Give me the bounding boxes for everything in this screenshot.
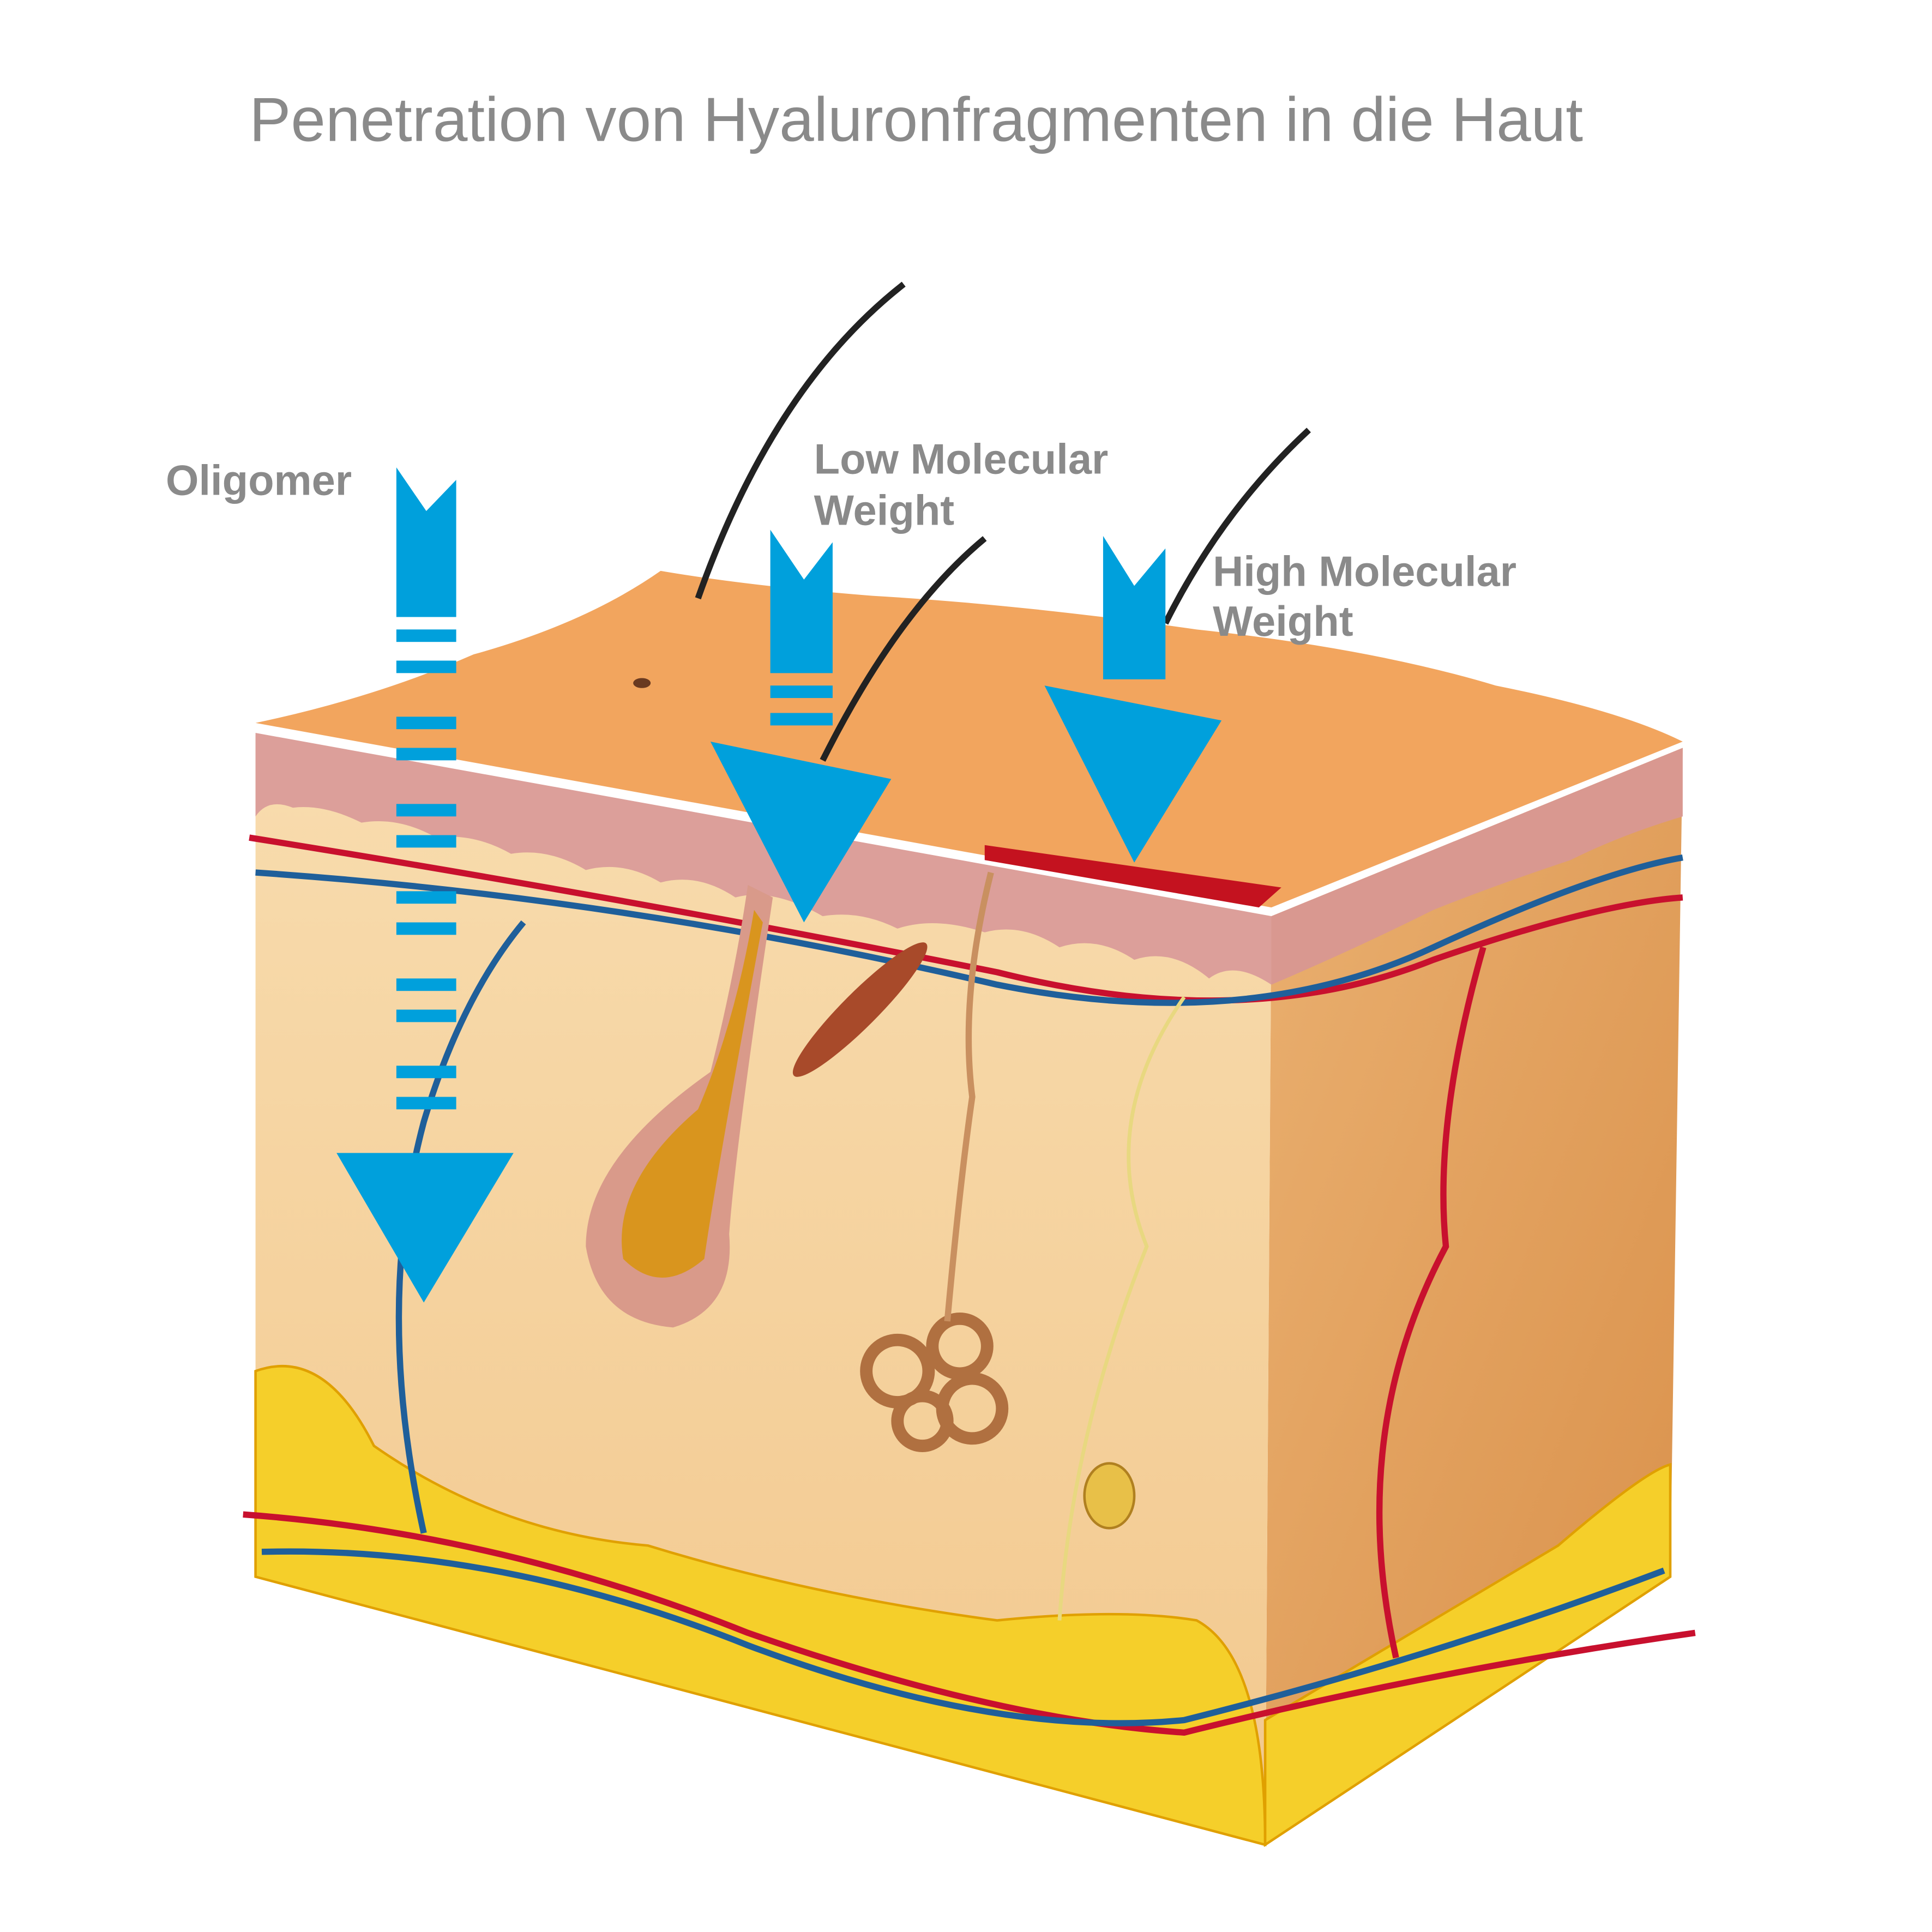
nerve xyxy=(1057,996,1186,1621)
sweat-gland xyxy=(860,1312,1009,1452)
sweat-duct xyxy=(944,871,994,1322)
vein-upper xyxy=(255,854,1683,1006)
arrow-low-molecular xyxy=(710,529,892,923)
fat-layer-side xyxy=(1263,1462,1672,1847)
epidermis-side xyxy=(1271,748,1683,985)
fat-layer-front xyxy=(254,1365,1267,1846)
artery-upper xyxy=(249,834,1683,1004)
blood-vessels xyxy=(243,834,1696,1736)
arrow-low-shaft xyxy=(770,529,833,673)
hair-1 xyxy=(695,281,906,600)
label-low-molecular-line1: Low Molecular xyxy=(814,436,1109,483)
arrow-oligomer-head xyxy=(336,1153,514,1303)
artery-lower xyxy=(243,1511,1696,1736)
red-barrier-band xyxy=(984,845,1281,908)
arrow-high-molecular xyxy=(1044,535,1222,863)
arrector-pili-muscle xyxy=(792,942,928,1077)
skin-surface xyxy=(255,570,1683,908)
vein-lower xyxy=(261,1548,1665,1726)
label-oligomer: Oligomer xyxy=(166,457,352,504)
vessel-vertical-right xyxy=(1376,946,1486,1659)
arrow-oligomer-shaft xyxy=(396,467,456,617)
label-high-molecular-line2: Weight xyxy=(1213,598,1353,645)
pacinian-corpuscle xyxy=(1083,1462,1136,1530)
label-high-molecular-line1: High Molecular xyxy=(1213,548,1516,595)
arrow-high-shaft xyxy=(1103,535,1166,679)
hairs xyxy=(695,281,1311,762)
hair-2 xyxy=(820,536,987,762)
arrow-low-head xyxy=(710,742,892,923)
hair-3 xyxy=(1163,428,1311,625)
page-title: Penetration von Hyaluronfragmenten in di… xyxy=(249,85,1583,154)
label-low-molecular-line2: Weight xyxy=(814,487,955,534)
epidermis-front xyxy=(255,733,1272,985)
pore xyxy=(633,678,651,688)
arrow-high-head xyxy=(1044,685,1222,863)
hair-bulb xyxy=(622,910,763,1278)
skin-block xyxy=(254,570,1683,1847)
arrow-oligomer xyxy=(336,467,514,1303)
